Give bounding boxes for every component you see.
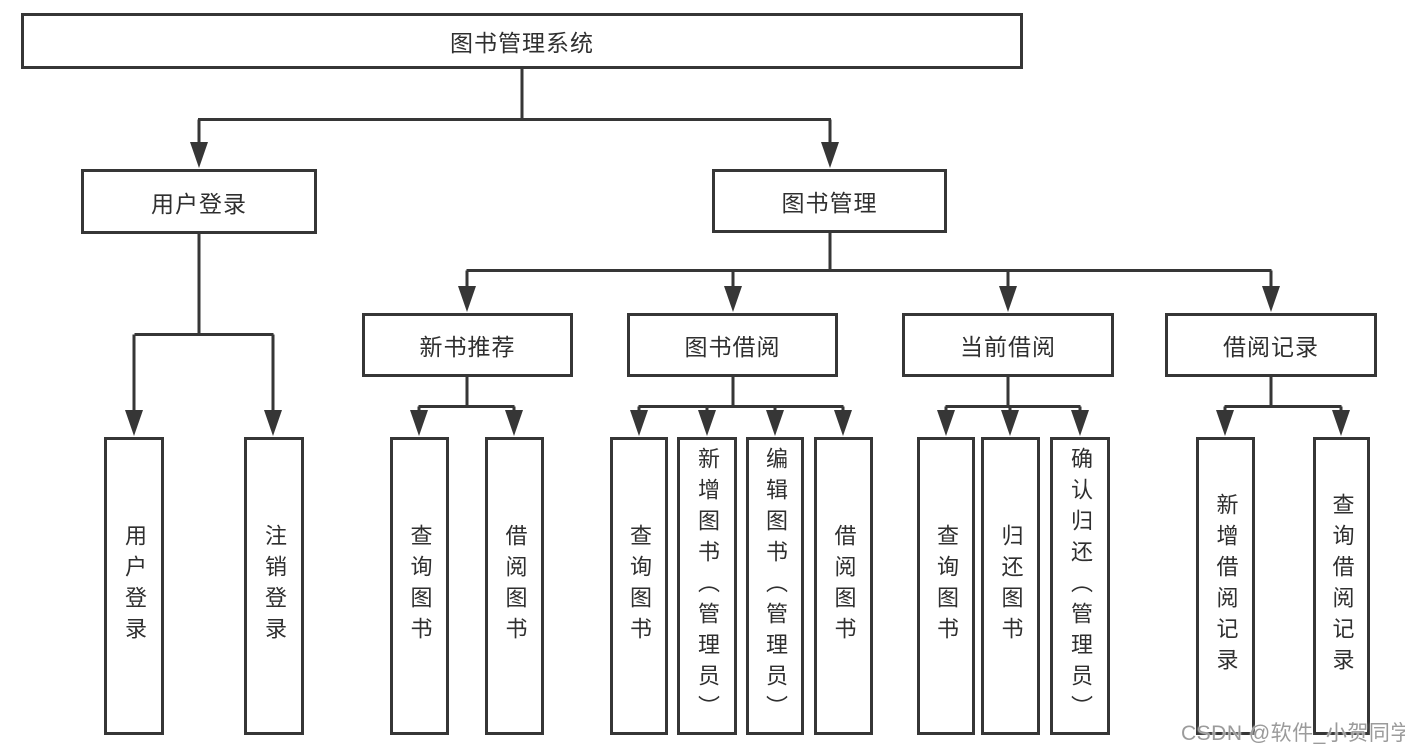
leaf-query-borrow-record: 查询借阅记录 — [1313, 437, 1370, 735]
node-root-library-system: 图书管理系统 — [21, 13, 1023, 69]
node-book-borrow: 图书借阅 — [627, 313, 838, 377]
leaf-user-login: 用户登录 — [104, 437, 164, 735]
node-borrow-record: 借阅记录 — [1165, 313, 1377, 377]
node-book-management: 图书管理 — [712, 169, 947, 233]
leaf-query-book-borrow: 查询图书 — [610, 437, 668, 735]
leaf-query-book-current: 查询图书 — [917, 437, 975, 735]
leaf-borrow-book: 借阅图书 — [814, 437, 873, 735]
leaf-add-borrow-record: 新增借阅记录 — [1196, 437, 1255, 735]
connector-current-borrow — [944, 377, 1082, 414]
leaf-edit-book-admin: 编辑图书（管理员） — [746, 437, 804, 735]
connector-user-login — [132, 234, 275, 412]
leaf-borrow-book-recommend: 借阅图书 — [485, 437, 544, 735]
connector-book-borrow — [637, 377, 845, 414]
connector-borrow-record — [1223, 377, 1343, 414]
node-current-borrow: 当前借阅 — [902, 313, 1114, 377]
leaf-logout: 注销登录 — [244, 437, 304, 735]
leaf-query-book-recommend: 查询图书 — [390, 437, 449, 735]
csdn-watermark: CSDN @软件_小贺同学 — [1181, 722, 1405, 745]
leaf-return-book: 归还图书 — [981, 437, 1040, 735]
node-user-login: 用户登录 — [81, 169, 317, 234]
connector-new-book — [417, 377, 516, 414]
node-new-book-recommend: 新书推荐 — [362, 313, 573, 377]
leaf-confirm-return-admin: 确认归还（管理员） — [1050, 437, 1110, 735]
connector-book-management — [465, 233, 1273, 290]
arrowheads — [125, 142, 1350, 436]
connector-root-trunk — [197, 69, 832, 146]
leaf-add-book-admin: 新增图书（管理员） — [677, 437, 737, 735]
